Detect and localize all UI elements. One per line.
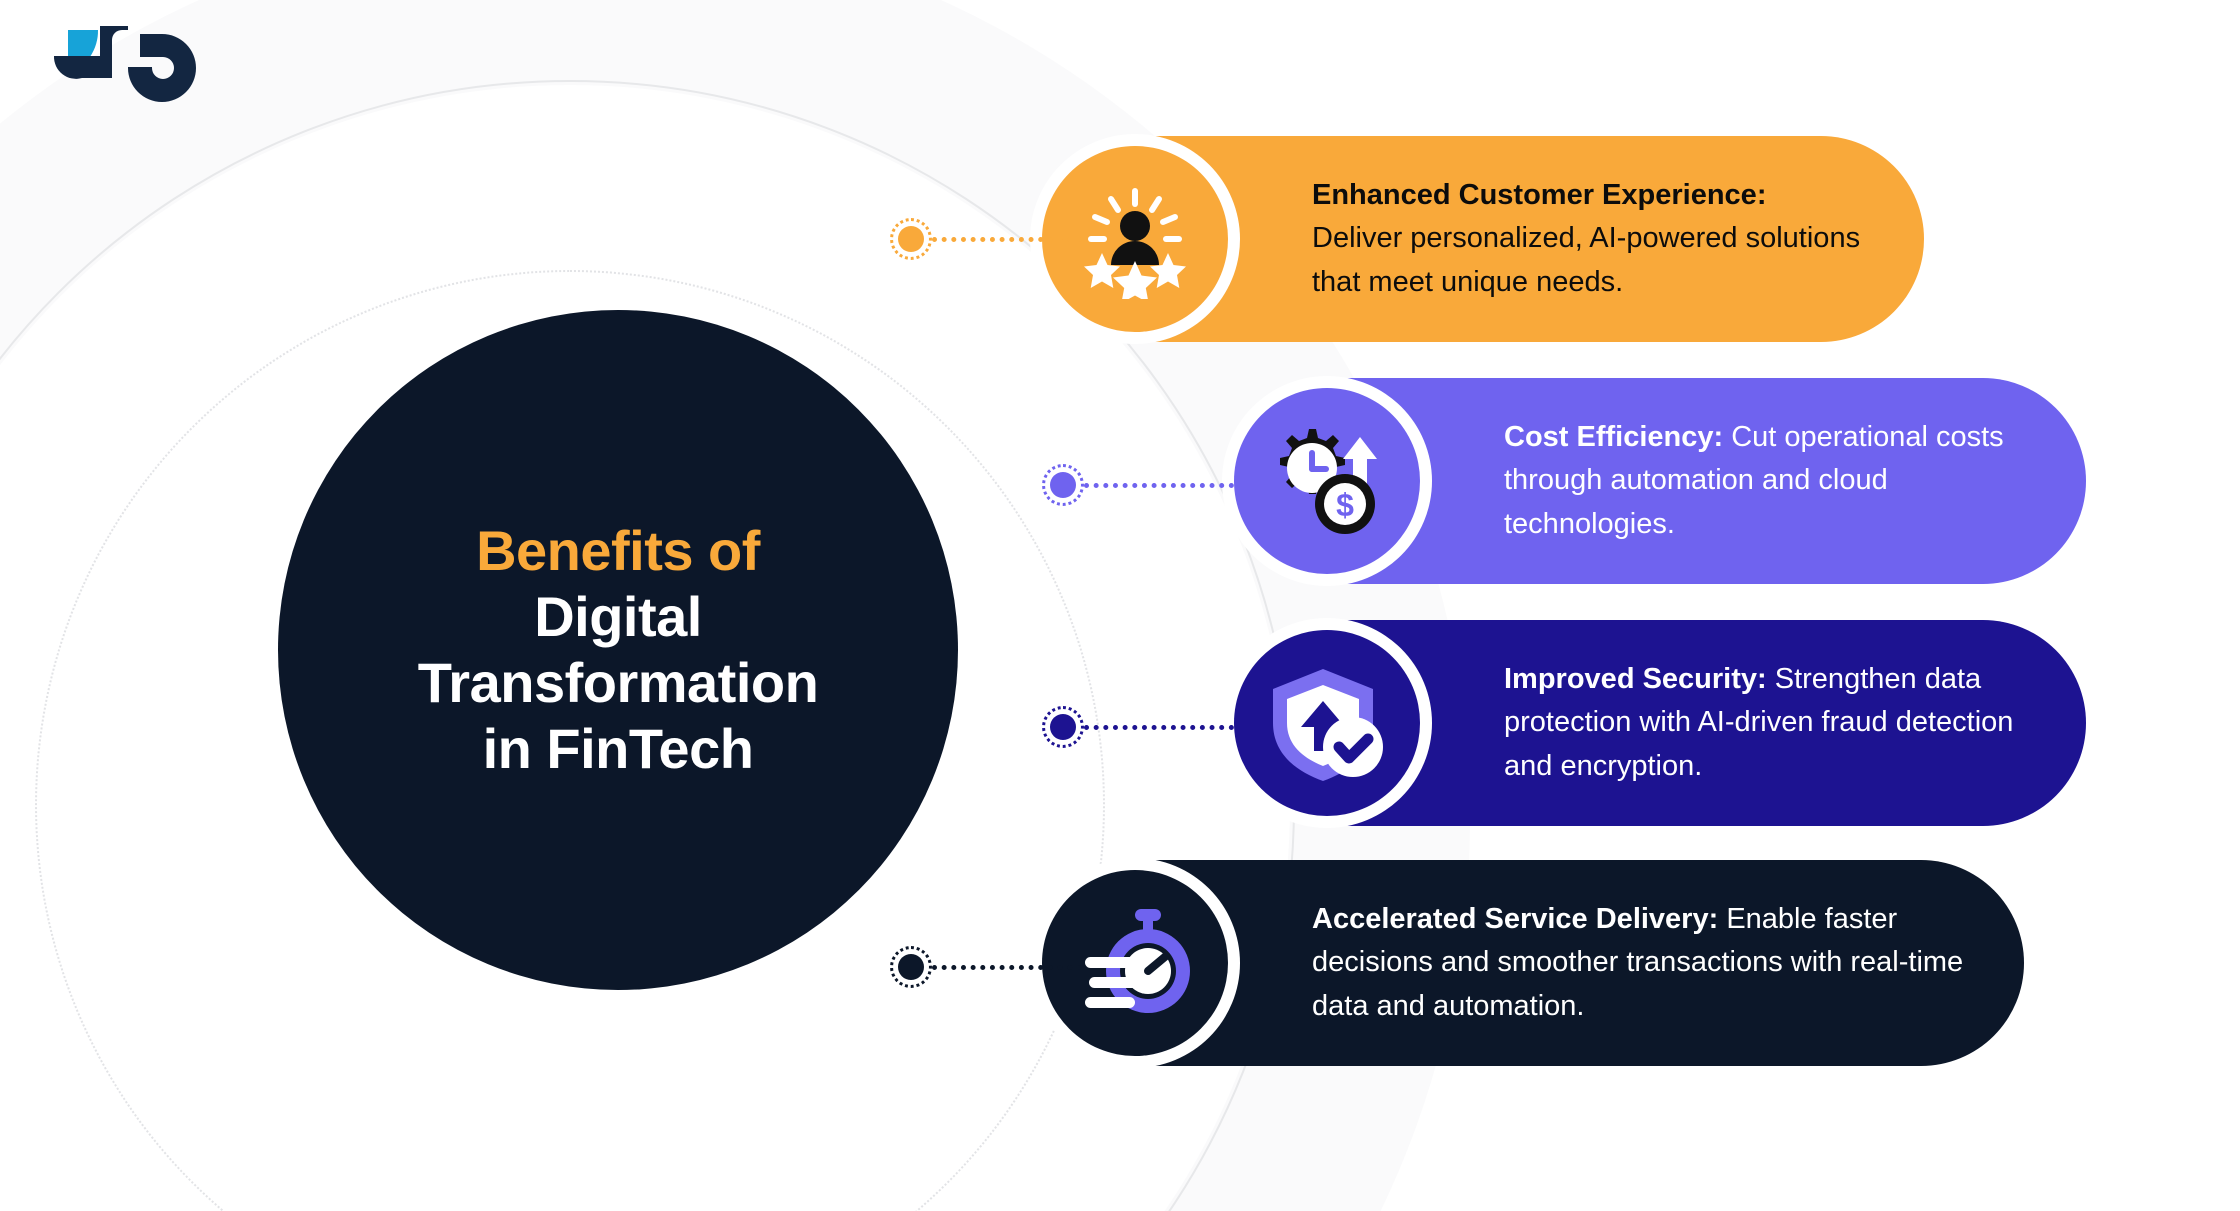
- gear-clock-money-icon: $: [1234, 388, 1420, 574]
- connector-accelerated-service-delivery: [890, 946, 1082, 988]
- node-marker-icon: [1042, 464, 1084, 506]
- benefit-row-accelerated-service-delivery[interactable]: Accelerated Service Delivery: Enable fas…: [1030, 858, 2024, 1068]
- benefit-title: Cost Efficiency:: [1504, 420, 1724, 453]
- benefit-card[interactable]: Accelerated Service Delivery: Enable fas…: [1134, 860, 2024, 1066]
- title-line-2: Digital: [534, 584, 702, 648]
- connector-cost-efficiency: [1042, 464, 1234, 506]
- benefit-row-improved-security[interactable]: Improved Security: Strengthen data prote…: [1222, 618, 2086, 828]
- benefit-body: Deliver personalized, AI-powered solutio…: [1312, 222, 1861, 298]
- benefit-text: Accelerated Service Delivery: Enable fas…: [1312, 898, 1964, 1029]
- connector-improved-security: [1042, 706, 1234, 748]
- connector-line: [932, 964, 1082, 970]
- benefit-title: Improved Security:: [1504, 662, 1767, 695]
- node-marker-icon: [890, 218, 932, 260]
- benefit-row-enhanced-customer-experience[interactable]: Enhanced Customer Experience: Deliver pe…: [1030, 134, 1924, 344]
- benefit-title: Accelerated Service Delivery:: [1312, 902, 1719, 935]
- svg-text:$: $: [1336, 487, 1354, 523]
- shield-check-icon: [1234, 630, 1420, 816]
- benefit-text: Cost Efficiency: Cut operational costs t…: [1504, 416, 2026, 547]
- icon-halo: $: [1222, 376, 1432, 586]
- title-line-4: in FinTech: [482, 717, 754, 781]
- benefit-row-cost-efficiency[interactable]: $ Cost Efficiency: Cut operational costs…: [1222, 376, 2086, 586]
- benefit-card[interactable]: Improved Security: Strengthen data prote…: [1326, 620, 2086, 826]
- title-line-3: Transformation: [417, 651, 819, 714]
- title-line-1: Benefits of: [476, 518, 760, 582]
- benefit-card[interactable]: Cost Efficiency: Cut operational costs t…: [1326, 378, 2086, 584]
- connector-enhanced-customer-experience: [890, 218, 1082, 260]
- benefit-title: Enhanced Customer Experience:: [1312, 178, 1767, 211]
- icon-halo: [1222, 618, 1432, 828]
- connector-line: [1084, 724, 1234, 730]
- benefit-body: Cut operational costs through automation…: [1504, 420, 2004, 540]
- page-title: Benefits of Digital Transformation in Fi…: [378, 518, 859, 782]
- node-marker-icon: [1042, 706, 1084, 748]
- brand-logo[interactable]: [36, 4, 204, 115]
- connector-line: [1084, 482, 1234, 488]
- benefit-text: Improved Security: Strengthen data prote…: [1504, 658, 2026, 789]
- benefit-card[interactable]: Enhanced Customer Experience: Deliver pe…: [1134, 136, 1924, 342]
- connector-line: [932, 236, 1082, 242]
- center-hub: Benefits of Digital Transformation in Fi…: [278, 310, 958, 990]
- benefit-body: Strengthen data protection with AI-drive…: [1504, 662, 2014, 782]
- node-marker-icon: [890, 946, 932, 988]
- benefit-text: Enhanced Customer Experience: Deliver pe…: [1312, 174, 1864, 305]
